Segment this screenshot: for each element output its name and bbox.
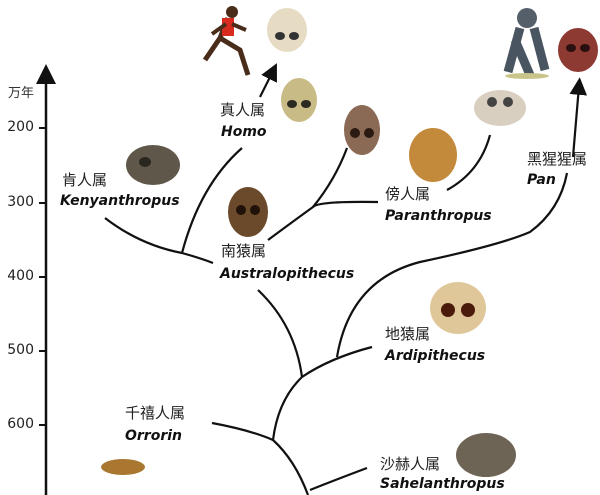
skull-modern-human <box>267 8 307 52</box>
label-homo-latin: Homo <box>221 124 267 140</box>
label-pan-latin: Pan <box>527 172 556 188</box>
branch-australo-stem <box>257 289 304 378</box>
branch-paranthropus-stem <box>312 200 379 208</box>
label-kenyanthropus-cn: 肯人属 <box>62 171 108 189</box>
axis-tick-marks <box>39 127 46 426</box>
axis-unit-label: 万年 <box>8 86 35 101</box>
label-ardipithecus-cn: 地猿属 <box>385 325 431 343</box>
label-paranthropus-latin: Paranthropus <box>385 208 492 224</box>
label-paranthropus-cn: 傍人属 <box>385 185 431 203</box>
branch-ardipithecus <box>301 345 373 378</box>
axis-tick-label: 200 <box>7 119 34 135</box>
skull-australopithecus <box>228 187 268 237</box>
label-kenyanthropus-latin: Kenyanthropus <box>60 193 180 209</box>
axis-tick-label: 600 <box>7 416 34 432</box>
skull-chimpanzee <box>558 28 598 72</box>
skull-sahelanthropus <box>456 433 516 477</box>
label-sahelanthropus-cn: 沙赫人属 <box>380 455 441 473</box>
skull-homo <box>281 78 317 122</box>
skull-ardipithecus <box>430 282 486 334</box>
branch-australopithecus <box>267 147 349 241</box>
label-australopithecus-latin: Australopithecus <box>220 266 355 282</box>
skull-paranthropus-upper <box>474 90 526 126</box>
branch-pan <box>335 172 569 358</box>
skull-paranthropus <box>409 128 457 182</box>
fossil-orrorin <box>101 459 145 475</box>
branch-pan-arrow <box>569 77 588 158</box>
label-ardipithecus-latin: Ardipithecus <box>385 348 486 364</box>
chimpanzee-illustration <box>503 8 550 79</box>
label-orrorin-cn: 千禧人属 <box>125 404 186 422</box>
branch-kenyanthropus <box>104 217 214 265</box>
skull-kenyanthropus <box>126 145 180 185</box>
branch-sahelanthropus <box>309 466 368 492</box>
axis-tick-label: 500 <box>7 342 34 358</box>
label-pan-cn: 黑猩猩属 <box>527 150 588 168</box>
label-sahelanthropus-latin: Sahelanthropus <box>380 476 505 492</box>
label-homo-cn: 真人属 <box>220 101 266 119</box>
branch-homo <box>180 147 243 254</box>
skull-australopithecus-upper <box>344 105 380 155</box>
branch-paranthropus <box>446 134 492 191</box>
axis-tick-label: 300 <box>7 194 34 210</box>
axis-tick-label: 400 <box>7 268 34 284</box>
branch-homo-arrow <box>259 63 277 98</box>
label-orrorin-latin: Orrorin <box>125 428 182 444</box>
runner-illustration <box>202 6 251 76</box>
label-australopithecus-cn: 南猿属 <box>221 242 267 260</box>
trunk <box>271 376 310 495</box>
branch-orrorin <box>211 421 274 442</box>
